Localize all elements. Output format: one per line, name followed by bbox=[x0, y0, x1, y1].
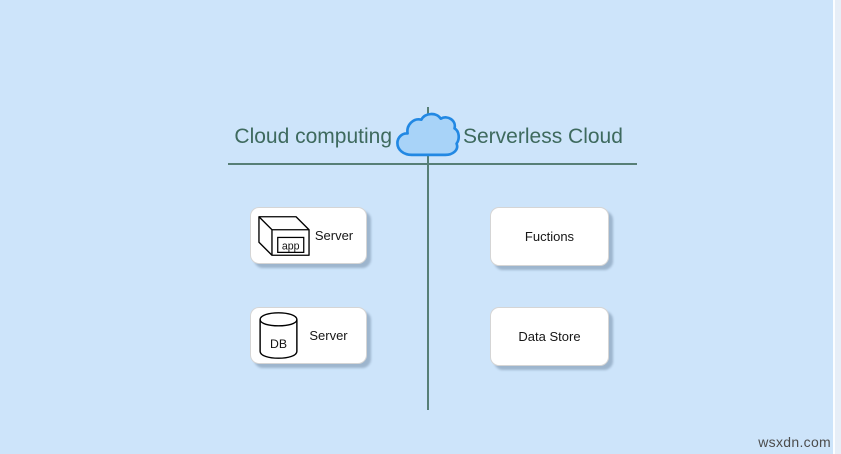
db-cylinder-icon: DB bbox=[258, 311, 299, 360]
app-cube-label: app bbox=[282, 240, 300, 252]
watermark: wsxdn.com bbox=[758, 434, 831, 450]
node-label: Server bbox=[314, 228, 354, 243]
app-cube-icon: app bbox=[258, 215, 310, 257]
node-label: Data Store bbox=[518, 329, 581, 344]
title-serverless-cloud: Serverless Cloud bbox=[463, 125, 623, 148]
page-edge-strip bbox=[833, 0, 841, 454]
node-label: Server bbox=[309, 328, 348, 343]
cloud-icon bbox=[396, 112, 461, 157]
node-label: Fuctions bbox=[524, 229, 575, 244]
node-app-server: app Server bbox=[250, 207, 367, 264]
divider-vertical bbox=[427, 107, 429, 410]
node-data-store: Data Store bbox=[490, 307, 609, 366]
divider-horizontal bbox=[228, 163, 637, 165]
node-db-server: DB Server bbox=[250, 307, 367, 364]
title-cloud-computing: Cloud computing bbox=[234, 125, 392, 148]
db-cylinder-label: DB bbox=[270, 337, 287, 351]
node-functions: Fuctions bbox=[490, 207, 609, 266]
